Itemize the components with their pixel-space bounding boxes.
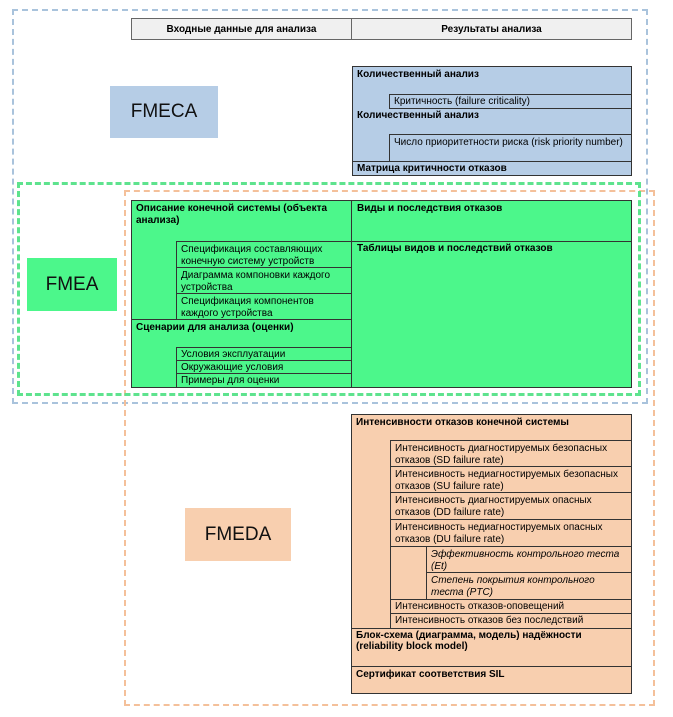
header-result-column: Результаты анализа	[351, 18, 632, 40]
fmea-environment: Окружающие условия	[176, 360, 352, 374]
fmea-scenarios: Сценарии для анализа (оценки)	[136, 322, 294, 333]
fmeda-su-rate: Интенсивность недиагностируемых безопасн…	[390, 466, 632, 493]
fmeca-block: Количественный анализ Критичность (failu…	[352, 66, 632, 176]
fmeca-matrix: Матрица критичности отказов	[357, 163, 507, 174]
fmeda-label: FMEDA	[185, 508, 291, 561]
fmeda-reliability-block-model: Блок-схема (диаграмма, модель) надёжност…	[356, 630, 582, 652]
fmea-result-divider	[351, 241, 632, 242]
fmeca-criticality: Критичность (failure criticality)	[389, 94, 632, 109]
fmea-region	[17, 182, 641, 396]
fmeda-test-coverage: Степень покрытия контрольного теста (PTC…	[426, 572, 632, 600]
fmeca-divider	[353, 161, 631, 162]
fmea-examples: Примеры для оценки	[176, 373, 352, 388]
fmeda-block: Интенсивности отказов конечной системы И…	[351, 414, 632, 694]
fmea-block: Описание конечной системы (объекта анали…	[131, 200, 632, 388]
fmeca-rpn: Число приоритетности риска (risk priorit…	[389, 134, 632, 162]
fmeca-quant-2: Количественный анализ	[357, 110, 479, 121]
fmeca-region	[12, 9, 648, 404]
fmea-tables: Таблицы видов и последствий отказов	[357, 243, 553, 254]
fmeda-no-effect-rate: Интенсивность отказов без последствий	[390, 613, 632, 629]
fmeda-test-effectiveness: Эффективность контрольного теста (Et)	[426, 546, 632, 573]
fmea-modes-effects: Виды и последствия отказов	[357, 203, 503, 214]
fmeca-quant-1: Количественный анализ	[357, 69, 479, 80]
fmeda-divider-2	[352, 666, 631, 667]
fmeca-label: FMECA	[110, 86, 218, 138]
fmea-system-description: Описание конечной системы (объекта анали…	[136, 203, 328, 226]
fmeda-system-rates: Интенсивности отказов конечной системы	[356, 417, 569, 428]
fmeda-sil-certificate: Сертификат соответствия SIL	[356, 669, 505, 680]
fmeda-sd-rate: Интенсивность диагностируемых безопасных…	[390, 440, 632, 467]
fmea-label: FMEA	[27, 258, 117, 311]
header-input-column: Входные данные для анализа	[131, 18, 352, 40]
fmea-divider	[132, 319, 352, 320]
fmea-layout-diagram: Диаграмма компоновки каждого устройства	[176, 267, 352, 294]
fmeda-dd-rate: Интенсивность диагностируемых опасных от…	[390, 492, 632, 520]
fmeda-du-rate: Интенсивность недиагностируемых опасных …	[390, 519, 632, 547]
fmeda-divider	[352, 628, 631, 629]
fmea-spec-components: Спецификация составляющих конечную систе…	[176, 241, 352, 268]
fmeda-annunciation-rate: Интенсивность отказов-оповещений	[390, 599, 632, 614]
fmeda-region	[124, 190, 655, 706]
fmea-operating-conditions: Условия эксплуатации	[176, 347, 352, 361]
fmea-spec-parts: Спецификация компонентов каждого устройс…	[176, 293, 352, 320]
